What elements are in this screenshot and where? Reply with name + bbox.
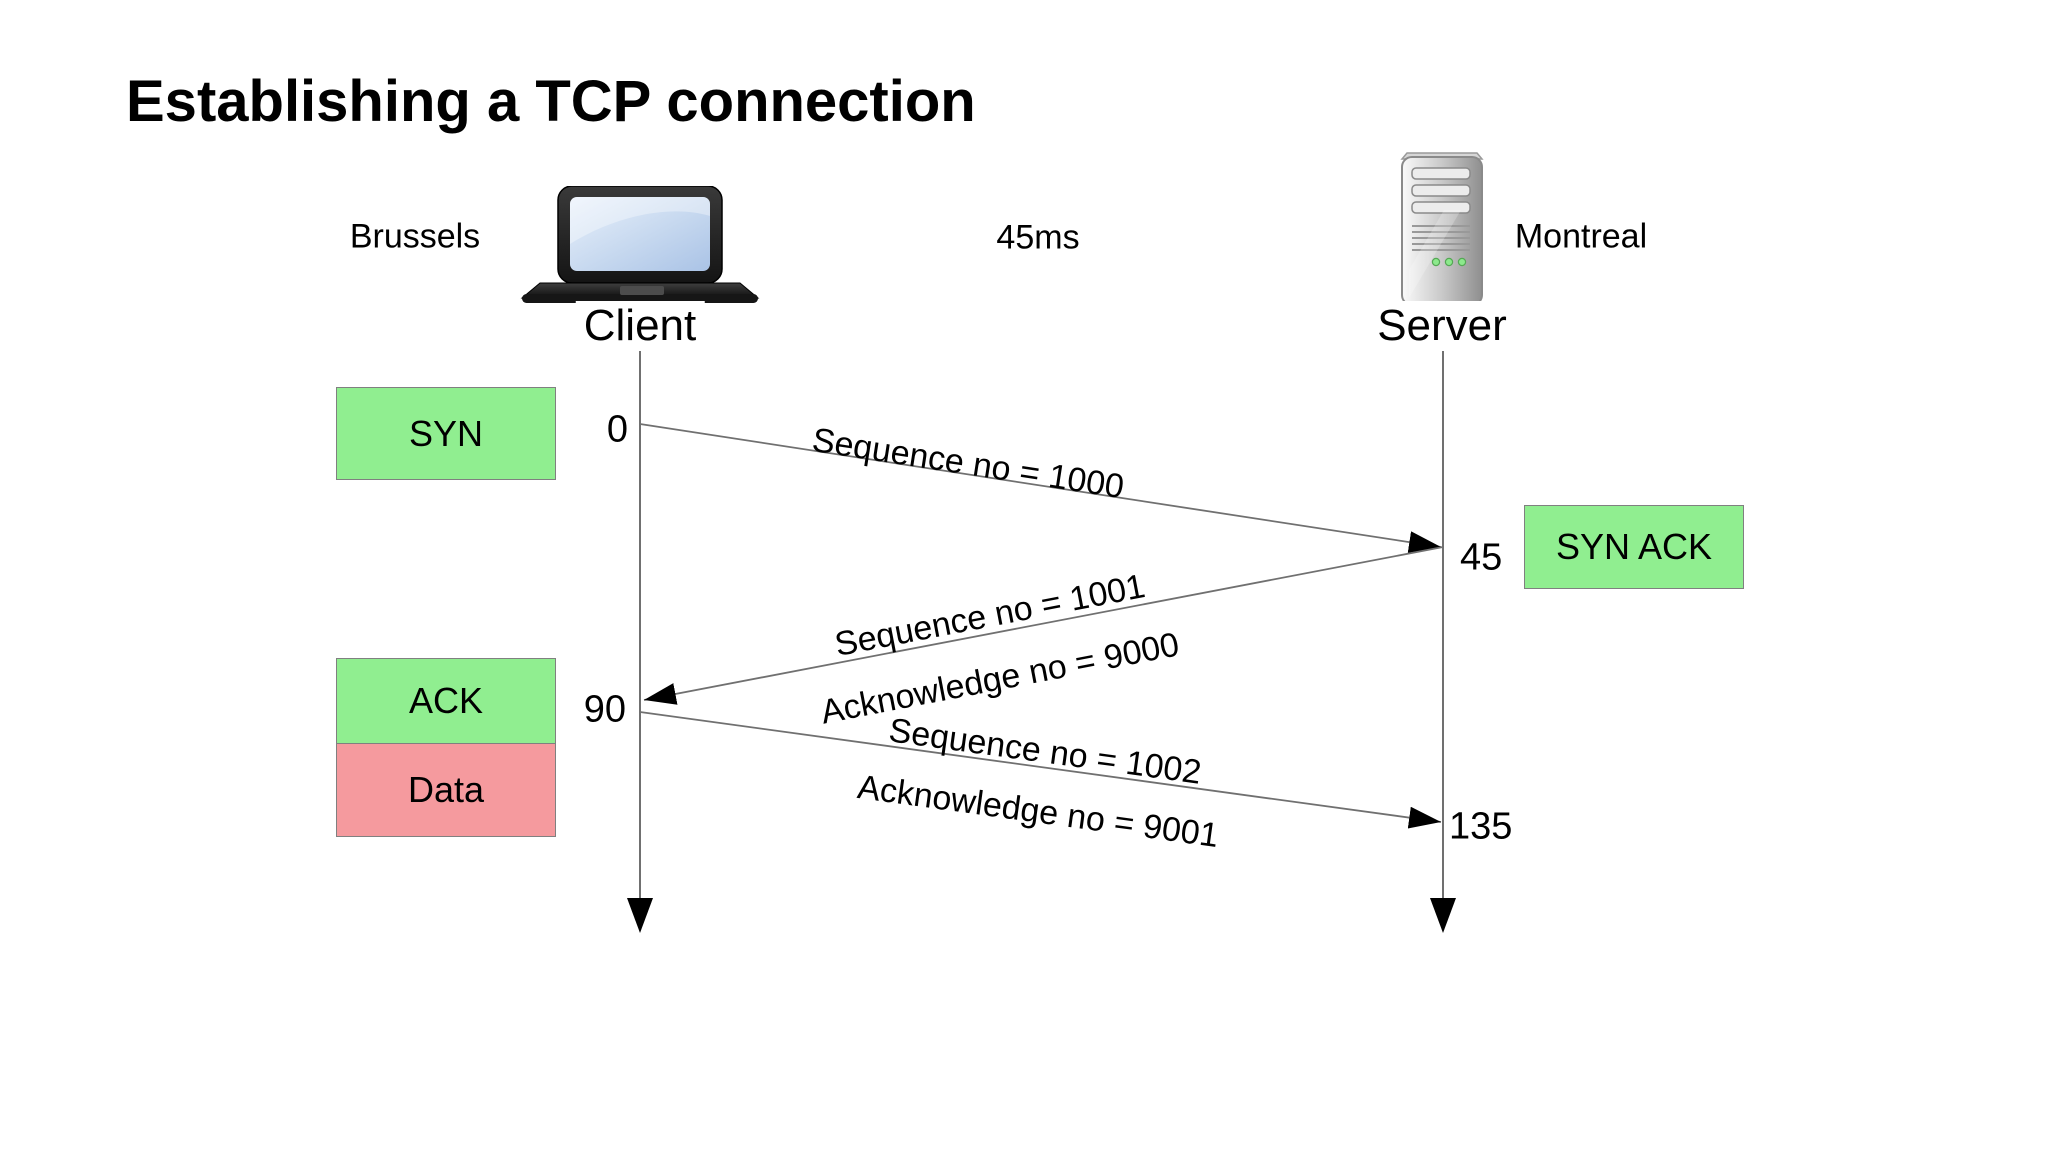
client-location-label: Brussels xyxy=(349,217,481,256)
time-45-label: 45 xyxy=(1460,536,1503,579)
page-title: Establishing a TCP connection xyxy=(126,69,976,134)
time-0-label: 0 xyxy=(606,408,628,451)
ack-packet-box: ACK xyxy=(336,658,556,744)
server-name-label: Server xyxy=(1369,301,1515,351)
time-90-label: 90 xyxy=(583,688,626,731)
server-location-label: Montreal xyxy=(1514,217,1648,256)
syn-ack-packet-box: SYN ACK xyxy=(1524,505,1744,589)
laptop-icon xyxy=(520,186,760,303)
latency-label: 45ms xyxy=(996,218,1080,257)
client-name-label: Client xyxy=(575,301,705,351)
syn-packet-box: SYN xyxy=(336,387,556,480)
time-135-label: 135 xyxy=(1449,805,1513,848)
data-packet-box: Data xyxy=(336,743,556,837)
server-icon xyxy=(1400,152,1484,306)
msg1-sequence-label: Sequence no = 1000 xyxy=(809,420,1127,507)
